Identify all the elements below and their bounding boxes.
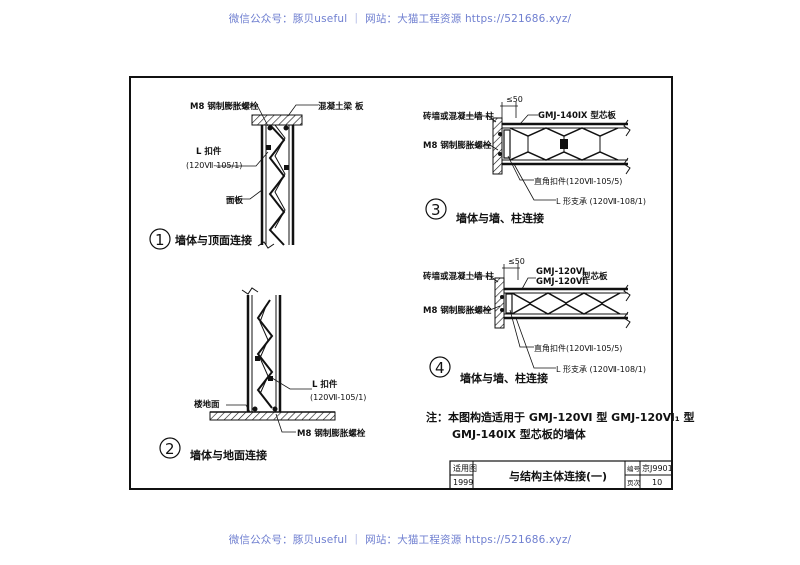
core-truss-top (509, 127, 619, 137)
d1-anchor-bolt-label: M8 钢制膨胀螺栓 (190, 101, 259, 112)
concrete-slab (251, 114, 303, 126)
d1-slab-label: 混凝土梁 板 (318, 101, 364, 112)
note-line-1: 注：本图构造适用于 GMJ-120Ⅵ 型 GMJ-120Ⅵ₁ 型 (426, 410, 695, 424)
core-truss-bottom (511, 303, 621, 315)
usage-label: 适用图 (453, 463, 477, 473)
d2-l-clip-ref: (120Ⅶ-105/1) (310, 393, 366, 402)
core-truss (256, 299, 274, 409)
title-block: 适用图 1999 与结构主体连接(一) 编号 京J9901 页次 10 (449, 460, 673, 490)
corner-clip (505, 293, 513, 314)
bolt-left (267, 125, 273, 131)
d4-anchor-bolt-label: M8 钢制膨胀螺栓 (423, 305, 492, 316)
d2-l-clip-label: L 扣件 (312, 379, 338, 390)
d3-wall-col-label: 砖墙或混凝土墙 柱 (423, 111, 494, 122)
d3-dim: ≤50 (506, 95, 523, 104)
drawing-code: 京J9901 (642, 463, 673, 473)
detail-4-wall-column: ≤50 砖墙或混凝土墙 柱 GMJ-120Ⅵ GMJ-120Ⅵ₁ 型芯板 M8 … (423, 257, 646, 385)
detail-4-number-circle (429, 356, 451, 378)
watermark-top: 微信公众号：豚贝useful ｜ 网站：大猫工程资源 https://52168… (228, 13, 572, 25)
detail-1-number-circle (149, 228, 171, 250)
drawing-title: 与结构主体连接(一) (509, 469, 607, 483)
detail-2-title: 墙体与地面连接 (190, 448, 267, 462)
bolt-left (252, 406, 258, 412)
detail-2-wall-floor: 楼地面 L 扣件 (120Ⅶ-105/1) M8 钢制膨胀螺栓 2 墙体与地面连… (159, 287, 366, 462)
detail-2-number: 2 (165, 440, 175, 458)
detail-1-title: 墙体与顶面连接 (175, 233, 252, 247)
bolt-right (283, 125, 289, 131)
core-truss-top (511, 292, 621, 304)
d1-panel-label: 面板 (226, 195, 244, 206)
detail-3-number-circle (425, 198, 447, 220)
detail-2-number-circle (159, 437, 181, 459)
d2-anchor-bolt-label: M8 钢制膨胀螺栓 (297, 428, 366, 439)
detail-3-title: 墙体与墙、柱连接 (456, 211, 544, 225)
wall-column (494, 277, 505, 329)
d3-corner-clip-label: 直角扣件(120Ⅶ-105/5) (534, 176, 622, 186)
d1-l-clip-label: L 扣件 (196, 146, 222, 157)
page-label: 页次 (627, 478, 641, 487)
d2-floor-label: 楼地面 (194, 399, 220, 410)
note-line-2: GMJ-140Ⅸ 型芯板的墙体 (452, 427, 587, 441)
core-truss-bottom (509, 151, 619, 161)
d4-wall-col-label: 砖墙或混凝土墙 柱 (423, 271, 494, 282)
d3-l-bracket-label: L 形支承 (120Ⅶ-108/1) (556, 196, 646, 206)
detail-4-title: 墙体与墙、柱连接 (460, 371, 548, 385)
wall-column (492, 117, 503, 175)
corner-clip (503, 129, 511, 159)
d4-core-a-label: GMJ-120Ⅵ (536, 267, 585, 277)
year: 1999 (453, 478, 473, 487)
detail-1-number: 1 (155, 231, 165, 249)
d1-l-clip-ref: (120Ⅶ-105/1) (186, 161, 242, 170)
sheet-border (129, 76, 673, 490)
d4-core-b-label: GMJ-120Ⅵ₁ (536, 277, 589, 287)
detail-3-wall-column: ≤50 砖墙或混凝土墙 柱 GMJ-140Ⅸ 型芯板 M8 钢制膨胀螺栓 直角扣… (423, 95, 646, 225)
d3-anchor-bolt-label: M8 钢制膨胀螺栓 (423, 140, 492, 151)
detail-4-number: 4 (435, 359, 445, 377)
detail-3-number: 3 (431, 201, 441, 219)
detail-1-wall-ceiling: M8 钢制膨胀螺栓 混凝土梁 板 L 扣件 (120Ⅶ-105/1) 面板 1 … (149, 101, 364, 250)
floor-slab (209, 411, 336, 421)
code-label: 编号 (627, 464, 641, 473)
d3-core-board-label: GMJ-140Ⅸ 型芯板 (538, 110, 616, 121)
d4-corner-clip-label: 直角扣件(120Ⅶ-105/5) (534, 343, 622, 353)
d4-dim: ≤50 (508, 257, 525, 266)
d4-core-suffix-label: 型芯板 (582, 271, 608, 282)
watermark-bottom: 微信公众号：豚贝useful ｜ 网站：大猫工程资源 https://52168… (228, 534, 572, 546)
general-note: 注：本图构造适用于 GMJ-120Ⅵ 型 GMJ-120Ⅵ₁ 型 GMJ-140… (426, 410, 695, 441)
page-number: 10 (652, 478, 662, 487)
d4-l-bracket-label: L 形支承 (120Ⅶ-108/1) (556, 364, 646, 374)
bolt-right (272, 406, 278, 412)
